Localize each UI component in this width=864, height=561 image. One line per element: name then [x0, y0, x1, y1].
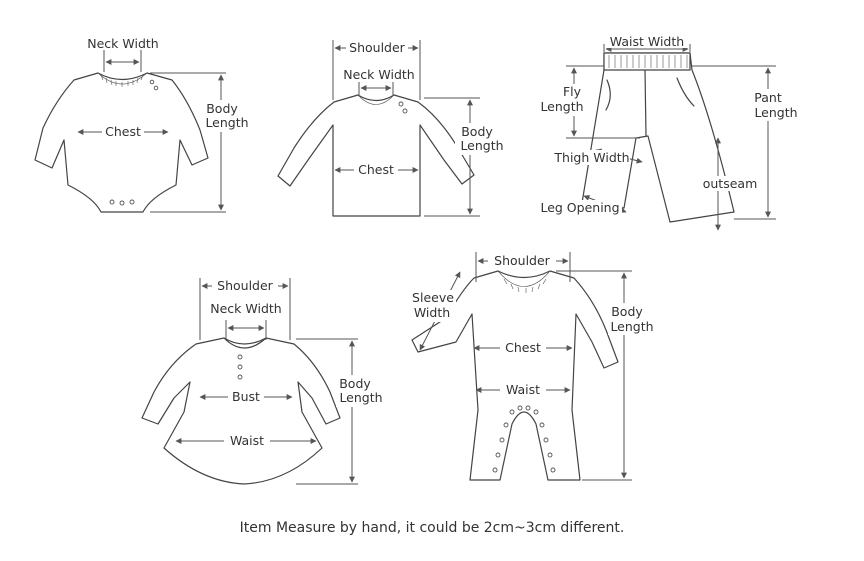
bodysuit-garment — [34, 72, 209, 213]
romper-sleeve-width-label-2: Width — [414, 305, 450, 320]
dress-body-length-label-2: Length — [339, 390, 382, 405]
shirt-measurements: Shoulder Neck Width Chest Body Length — [332, 40, 504, 217]
pants-measurements: Waist Width Fly Length Thigh Width Leg O… — [540, 34, 800, 231]
pants-fly-length-label-1: Fly — [563, 84, 582, 99]
pants-waistband-rib — [608, 55, 688, 68]
romper-waist-label: Waist — [506, 382, 540, 397]
bodysuit-outline — [34, 72, 209, 213]
romper-shoulder-label: Shoulder — [494, 253, 551, 268]
romper-body-length-label-1: Body — [611, 304, 643, 319]
dress-waist-label: Waist — [230, 433, 264, 448]
bodysuit-neck-width-label: Neck Width — [87, 36, 158, 51]
dress-measurements: Shoulder Neck Width Bust Waist Body Leng… — [175, 278, 383, 485]
shirt-neck-width-label: Neck Width — [343, 67, 414, 82]
dress-collar — [223, 337, 267, 349]
pants-fly-length-label-2: Length — [540, 99, 583, 114]
dress-bust-label: Bust — [232, 389, 260, 404]
bodysuit-chest-label: Chest — [105, 124, 141, 139]
dress-shoulder-label: Shoulder — [217, 278, 274, 293]
romper-sleeve-width-label-1: Sleeve — [412, 290, 454, 305]
dress-neck-width-label: Neck Width — [210, 301, 281, 316]
romper-snaps — [492, 405, 556, 473]
dress-outline — [141, 337, 341, 485]
shirt-shoulder-button-2 — [402, 108, 408, 114]
bodysuit-shoulder-snap-1 — [149, 79, 155, 85]
pants-thigh-width-label: Thigh Width — [553, 150, 629, 165]
pants-waist-width-label: Waist Width — [610, 34, 684, 49]
shirt-shoulder-button-1 — [398, 101, 404, 107]
pants-waistband — [603, 52, 691, 71]
romper-neck-rib — [497, 270, 551, 293]
bodysuit-body-length-label-2: Length — [205, 115, 248, 130]
bodysuit-neck-rib — [97, 72, 148, 87]
pants-pant-length-label-1: Pant — [754, 90, 782, 105]
bodysuit-shoulder-snap-2 — [153, 85, 159, 91]
bodysuit-snap-3 — [129, 199, 135, 205]
dress-body-length-label-1: Body — [339, 376, 371, 391]
pants-fly-seam — [644, 69, 647, 137]
bodysuit-body-length-label-1: Body — [206, 101, 238, 116]
shirt-shoulder-label: Shoulder — [349, 40, 406, 55]
bodysuit-measurements: Neck Width Chest Body Length — [77, 36, 250, 213]
dress-garment — [141, 337, 341, 485]
pants-leg-opening-label: Leg Opening — [540, 200, 619, 215]
pants-pocket-right — [676, 77, 695, 107]
shirt-neck-rib — [357, 94, 395, 105]
pants-outseam-label: outseam — [703, 176, 758, 191]
bodysuit-snap-2 — [119, 200, 125, 206]
measurement-disclaimer: Item Measure by hand, it could be 2cm~3c… — [239, 520, 625, 536]
romper-measurements: Shoulder Sleeve Width Chest Waist Body L… — [410, 252, 658, 481]
bodysuit-snap-1 — [109, 199, 115, 205]
pants-pocket-left — [605, 79, 611, 111]
shirt-body-length-label-1: Body — [461, 124, 493, 139]
dress-button-2 — [237, 364, 243, 370]
shirt-outline — [277, 94, 475, 217]
shirt-body-length-label-2: Length — [460, 138, 503, 153]
shirt-garment — [277, 94, 475, 217]
dress-button-3 — [237, 374, 243, 380]
romper-body-length-label-2: Length — [610, 319, 653, 334]
dress-button-1 — [237, 354, 243, 360]
shirt-chest-label: Chest — [358, 162, 394, 177]
pants-pant-length-label-2: Length — [754, 105, 797, 120]
romper-chest-label: Chest — [505, 340, 541, 355]
